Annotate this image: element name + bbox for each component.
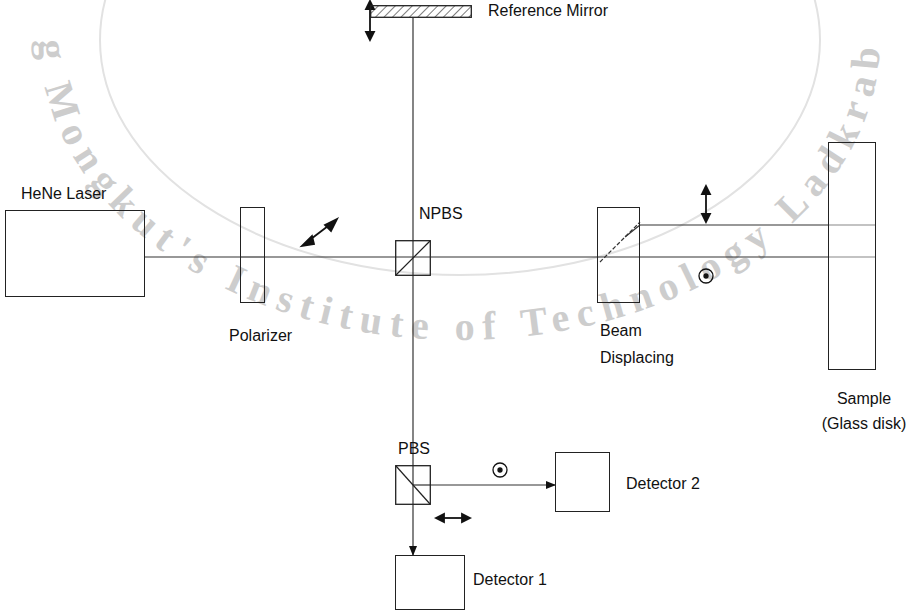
- mirror-symbol: Reference Mirror: [370, 5, 472, 18]
- beam-path: [412, 505, 413, 555]
- watermark-text: g Mongkut's Institute of Technology Ladk…: [31, 38, 889, 349]
- polarization-dot: [498, 468, 502, 472]
- beam-path: [431, 256, 597, 257]
- watermark-ring: [100, 0, 820, 275]
- polarization-dot: [704, 274, 708, 278]
- component-box: Detector 2: [555, 452, 610, 512]
- beam-segment: [828, 256, 876, 257]
- beam-segment: [625, 225, 640, 237]
- component-box: Sample (Glass disk): [828, 142, 876, 370]
- component-box: Polarizer: [240, 207, 265, 303]
- displaced-beam: [640, 224, 828, 225]
- cube-outline: [396, 241, 431, 276]
- component-label: Reference Mirror: [488, 1, 608, 21]
- component-box: Detector 1: [395, 555, 465, 610]
- arrowhead: [436, 514, 444, 522]
- component-label: Sample (Glass disk): [819, 386, 909, 436]
- component-label: PBS: [398, 439, 430, 459]
- arrowhead: [702, 186, 710, 194]
- arrowhead: [702, 214, 710, 222]
- component-label: Detector 1: [473, 570, 547, 590]
- beam-path: [265, 256, 395, 257]
- beam-splitter-cube: NPBS: [395, 240, 431, 276]
- arrowhead: [366, 32, 374, 40]
- arrowhead: [462, 514, 470, 522]
- shape-outline: [395, 465, 431, 505]
- beam-path: [431, 484, 555, 485]
- beam-segment: [597, 256, 640, 257]
- beam-splitter-cube: PBS: [395, 465, 431, 505]
- arrowhead: [325, 219, 337, 231]
- shape-outline: [395, 240, 431, 276]
- beam-segment: [413, 484, 431, 485]
- polarization-dot: [699, 269, 713, 283]
- component-label: Detector 2: [626, 474, 700, 494]
- beam-path: [412, 18, 413, 240]
- component-box: HeNe Laser: [5, 210, 145, 297]
- cube-outline: [396, 466, 431, 505]
- component-box: Beam Displacing: [597, 207, 640, 303]
- polarization-arrow: [705, 192, 707, 216]
- beam-path: [640, 256, 828, 257]
- mirror-outline: [371, 6, 472, 18]
- crystal-interface: [600, 222, 640, 262]
- component-label: HeNe Laser: [21, 184, 106, 204]
- component-label: Polarizer: [229, 326, 292, 346]
- beam-segment: [240, 256, 265, 257]
- splitter-diagonal: [396, 241, 430, 275]
- component-label: Beam Displacing: [600, 317, 684, 371]
- shape-outline: [370, 5, 472, 18]
- watermark-text: g Mongkut's Institute of Technology Ladk…: [31, 38, 889, 349]
- beam-path: [145, 256, 240, 257]
- beam-segment: [828, 224, 876, 225]
- beam-path: [412, 276, 413, 465]
- polarization-dot: [493, 463, 507, 477]
- component-label: NPBS: [419, 204, 463, 224]
- arrowhead: [302, 236, 314, 246]
- splitter-diagonal: [396, 466, 430, 504]
